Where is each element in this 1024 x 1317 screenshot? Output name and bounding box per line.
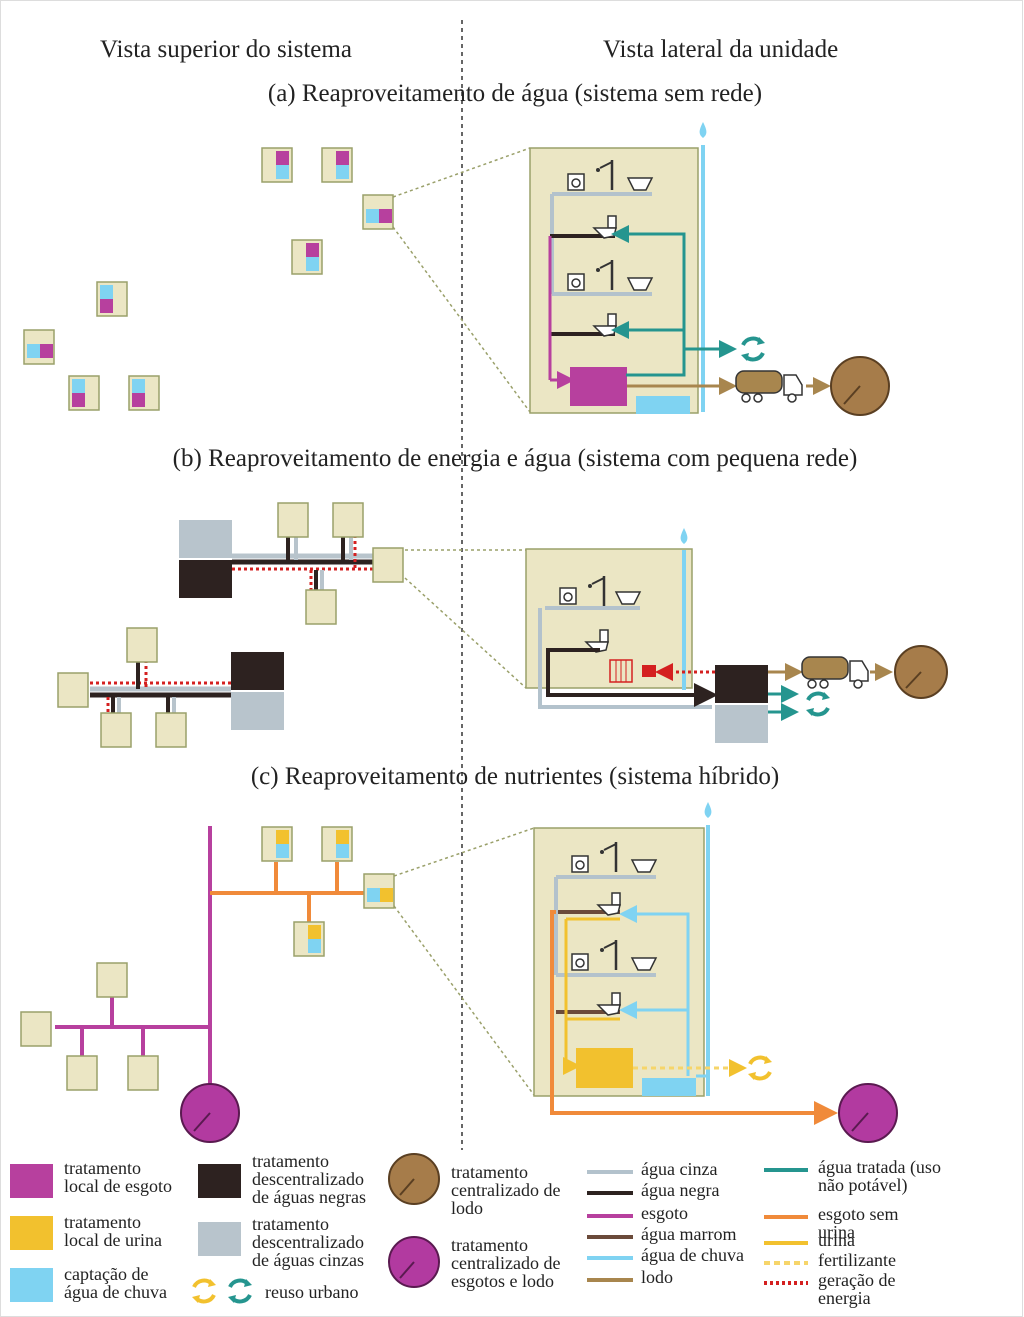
reuse-cycle-icon — [748, 1055, 772, 1081]
section-a-top-view — [23, 147, 531, 413]
top-view-header: Vista superior do sistema — [100, 36, 352, 63]
legend-local-sewage: tratamento local de esgoto — [64, 1159, 172, 1195]
legend-text: local de urina — [64, 1230, 162, 1250]
legend-text: água tratada (uso — [818, 1157, 941, 1177]
legend-decentral-grey: tratamento descentralizado de águas cinz… — [252, 1215, 364, 1269]
energy-icon — [642, 665, 656, 677]
legend-text: descentralizado — [252, 1169, 364, 1189]
reuse-cycle-icon — [192, 1278, 216, 1304]
reuse-cycle-icon — [741, 336, 765, 362]
legend-text: tratamento — [451, 1162, 528, 1182]
legend-text: tratamento — [64, 1158, 141, 1178]
legend-text: energia — [818, 1288, 871, 1308]
legend-line-label: urina — [818, 1231, 855, 1249]
section-a-side-view — [529, 122, 890, 416]
rain-drop-icon — [704, 802, 712, 818]
legend-text: não potável) — [818, 1175, 908, 1195]
legend-swatch-local-sewage — [10, 1164, 53, 1198]
section-b-side-view — [525, 528, 948, 743]
section-c-side-view — [533, 802, 898, 1143]
truck-icon — [801, 656, 869, 689]
reuse-cycle-icon — [806, 691, 830, 717]
legend-central-sewage-sludge: tratamento centralizado de esgotos e lod… — [451, 1236, 560, 1290]
legend-line-label: água de chuva — [641, 1245, 744, 1265]
legend-text: de águas negras — [252, 1187, 366, 1207]
section-b-title: (b) Reaproveitamento de energia e água (… — [172, 445, 858, 472]
reuse-cycle-icon — [228, 1278, 252, 1304]
legend-rainwater: captação de água de chuva — [64, 1265, 167, 1301]
legend-line-label: água marrom — [641, 1224, 737, 1244]
legend-text: geração de — [818, 1270, 896, 1290]
legend-local-urine: tratamento local de urina — [64, 1213, 162, 1249]
legend-swatch-black — [198, 1164, 241, 1198]
rain-drop-icon — [680, 528, 688, 544]
legend-swatch-local-urine — [10, 1216, 53, 1250]
radiator-icon — [609, 659, 633, 683]
section-b-top-view — [57, 502, 527, 748]
legend-decentral-black: tratamento descentralizado de águas negr… — [252, 1152, 366, 1206]
legend-text: água de chuva — [64, 1282, 167, 1302]
legend-line-label: esgoto — [641, 1203, 688, 1223]
legend-urban-reuse: reuso urbano — [265, 1282, 359, 1302]
legend-text: tratamento — [252, 1151, 329, 1171]
legend-text: tratamento — [252, 1214, 329, 1234]
legend-line-samples — [587, 1168, 808, 1285]
legend-text: urina — [818, 1230, 855, 1250]
legend-text: esgotos e lodo — [451, 1271, 554, 1291]
section-c-title: (c) Reaproveitamento de nutrientes (sist… — [250, 763, 780, 790]
section-c-top-view — [20, 826, 535, 1143]
rain-drop-icon — [699, 122, 707, 138]
legend-swatch-grey — [198, 1222, 241, 1256]
legend-text: centralizado de — [451, 1253, 561, 1273]
legend-text: fertilizante — [818, 1250, 896, 1270]
side-view-header: Vista lateral da unidade — [603, 36, 839, 63]
legend-text: centralizado de — [451, 1180, 561, 1200]
legend-text: tratamento — [64, 1212, 141, 1232]
legend-text: de águas cinzas — [252, 1250, 364, 1270]
section-a-title: (a) Reaproveitamento de água (sistema se… — [267, 80, 763, 107]
legend-text: descentralizado — [252, 1232, 364, 1252]
legend-line-label: água cinza — [641, 1159, 718, 1179]
legend-line-label: fertilizante — [818, 1251, 896, 1269]
legend-line-label: lodo — [641, 1267, 674, 1287]
legend-text: esgoto sem — [818, 1204, 899, 1224]
legend-central-sludge: tratamento centralizado de lodo — [451, 1163, 560, 1217]
legend-text: urina — [818, 1222, 855, 1242]
legend-text: lodo — [451, 1198, 484, 1218]
legend-text: captação de — [64, 1264, 149, 1284]
legend-text: tratamento — [451, 1235, 528, 1255]
legend-text: local de esgoto — [64, 1176, 172, 1196]
truck-icon — [735, 370, 803, 403]
legend-line-label: água negra — [641, 1180, 720, 1200]
legend-swatch-rainwater — [10, 1268, 53, 1302]
legend-shapes — [10, 1153, 440, 1304]
